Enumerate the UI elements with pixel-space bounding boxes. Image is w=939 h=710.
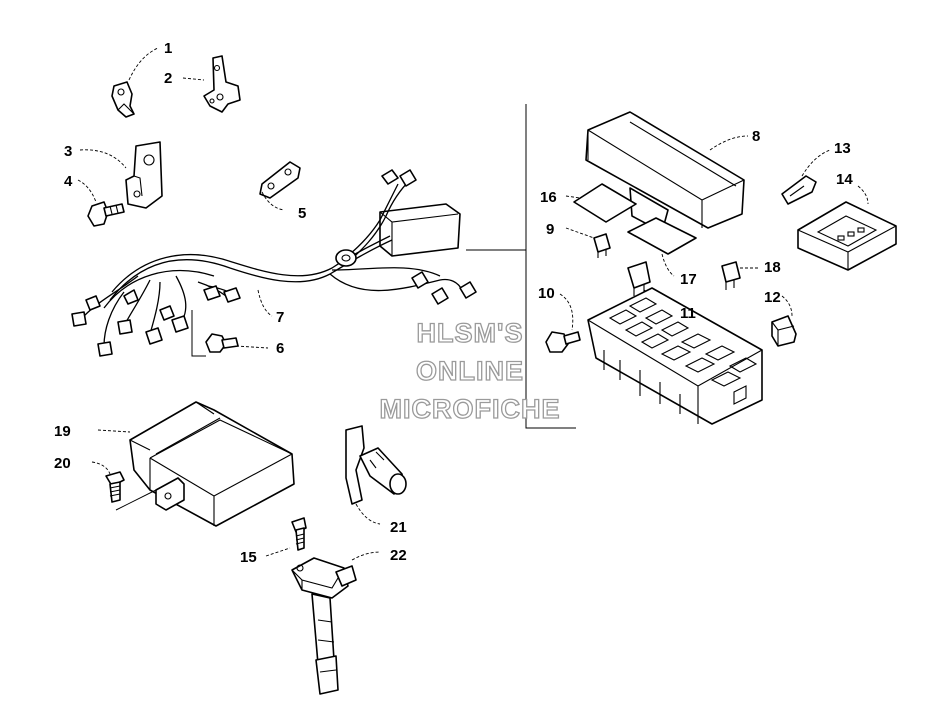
part-14-fuse-holder[interactable] bbox=[797, 201, 897, 271]
callout-12: 12 bbox=[764, 289, 781, 306]
part-3-mount-bracket[interactable] bbox=[125, 141, 163, 209]
part-15-bolt[interactable] bbox=[291, 517, 307, 551]
part-13-fuse-puller[interactable] bbox=[781, 175, 817, 205]
watermark: HLSM'S ONLINE MICROFICHE bbox=[379, 317, 561, 424]
part-19-control-module[interactable] bbox=[129, 401, 295, 527]
callout-3: 3 bbox=[64, 143, 72, 160]
callout-19: 19 bbox=[54, 423, 71, 440]
callout-11: 11 bbox=[680, 305, 696, 322]
part-2-bracket[interactable] bbox=[203, 55, 241, 113]
part-12-relay[interactable] bbox=[771, 315, 797, 347]
callout-21: 21 bbox=[390, 519, 407, 536]
callout-14: 14 bbox=[836, 171, 853, 188]
part-20-screw[interactable] bbox=[105, 471, 125, 503]
callout-18: 18 bbox=[764, 259, 781, 276]
callout-20: 20 bbox=[54, 455, 71, 472]
callout-10: 10 bbox=[538, 285, 555, 302]
part-6-bolt[interactable] bbox=[205, 333, 239, 353]
watermark-line-3: MICROFICHE bbox=[380, 394, 561, 424]
part-9-blade-fuse[interactable] bbox=[593, 233, 611, 258]
callout-15: 15 bbox=[240, 549, 257, 566]
callout-22: 22 bbox=[390, 547, 407, 564]
part-5-strap-plate[interactable] bbox=[259, 161, 301, 199]
callout-6: 6 bbox=[276, 340, 284, 357]
callout-13: 13 bbox=[834, 140, 851, 157]
callout-5: 5 bbox=[298, 205, 306, 222]
callout-9: 9 bbox=[546, 221, 554, 238]
part-21-sensor[interactable] bbox=[345, 425, 407, 505]
callout-2: 2 bbox=[164, 70, 172, 87]
part-16-label[interactable] bbox=[573, 183, 637, 223]
callout-7: 7 bbox=[276, 309, 284, 326]
part-18-mini-relay[interactable] bbox=[721, 261, 741, 290]
callout-1: 1 bbox=[164, 40, 172, 57]
callout-17: 17 bbox=[680, 271, 697, 288]
watermark-line-2: ONLINE bbox=[416, 356, 524, 386]
part-7-wiring-harness[interactable] bbox=[71, 169, 477, 357]
part-22-ignition-coil[interactable] bbox=[291, 557, 357, 695]
part-1-bracket[interactable] bbox=[111, 81, 135, 118]
callout-4: 4 bbox=[64, 173, 73, 190]
part-17-label[interactable] bbox=[627, 217, 697, 255]
part-11-relay[interactable] bbox=[627, 261, 651, 296]
callout-8: 8 bbox=[752, 128, 760, 145]
part-10-bolt[interactable] bbox=[545, 331, 581, 353]
group-divider-vertical bbox=[525, 104, 576, 429]
callout-16: 16 bbox=[540, 189, 557, 206]
watermark-line-1: HLSM'S bbox=[417, 318, 524, 348]
part-4-screw[interactable] bbox=[87, 201, 125, 227]
fuse-relay-box[interactable] bbox=[587, 287, 763, 425]
